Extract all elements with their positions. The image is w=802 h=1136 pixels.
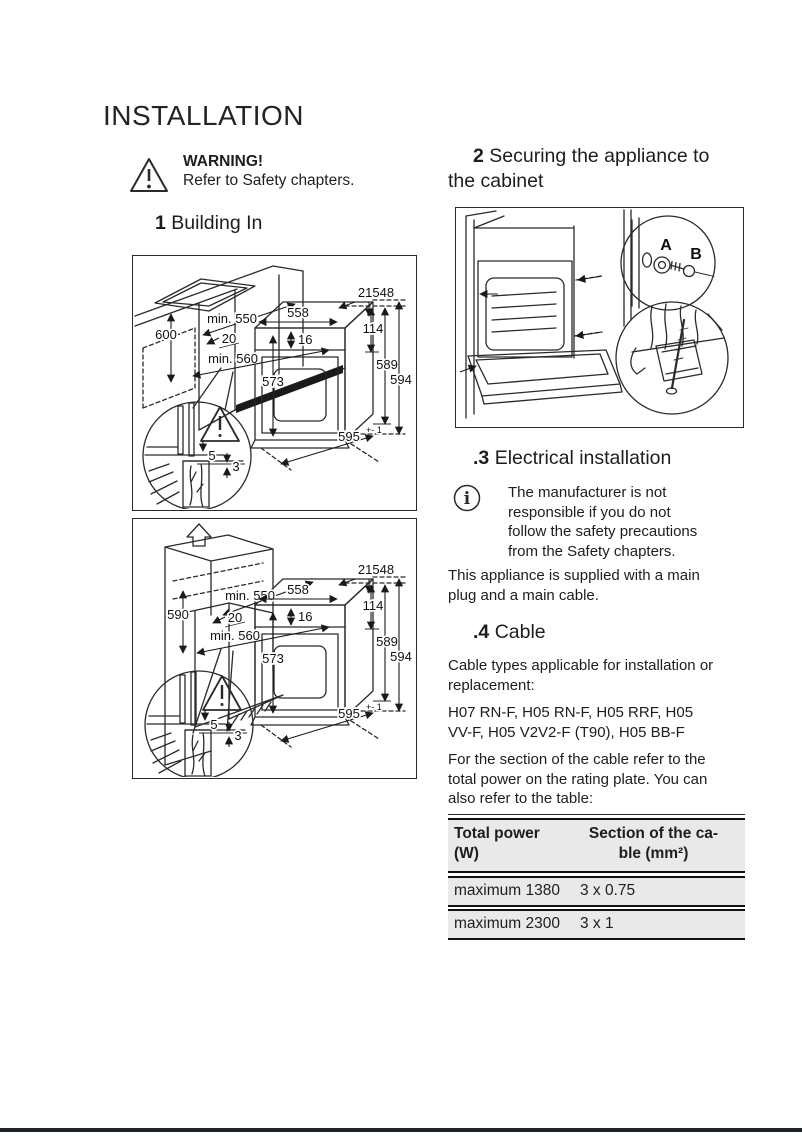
dim-600: 600	[155, 327, 177, 342]
inset-fixing-parts: A B	[620, 215, 716, 311]
building-in-diagram-1: 5 3 600 min. 550 20	[134, 265, 414, 509]
section-title: Electrical installation	[494, 447, 672, 469]
dim-21-548: 21548	[358, 285, 394, 300]
section-number: 1	[155, 212, 166, 234]
section-number: 2	[473, 145, 484, 167]
cable-section-table: Total power (W) Section of the ca- ble (…	[448, 814, 745, 940]
section-title: Cable	[494, 621, 546, 643]
section-heading-securing: 2 Securing the appliance to the cabinet	[448, 144, 758, 194]
hob-cutout	[154, 278, 256, 312]
cable-types: H07 RN-F, H05 RN-F, H05 RRF, H05 VV-F, H…	[448, 704, 694, 741]
info-icon: i	[453, 484, 481, 512]
dim-573: 573	[262, 374, 284, 389]
table-cell-section: 3 x 0.75	[580, 881, 636, 899]
warning-text: Refer to Safety chapters.	[183, 172, 355, 189]
cable-paragraph-1: Cable types applicable for installation …	[448, 657, 714, 694]
table-row: maximum 2300 3 x 1	[448, 909, 745, 940]
dim-558: 558	[287, 305, 309, 320]
warning-title: WARNING!	[183, 153, 264, 170]
section-number: .3	[473, 447, 490, 469]
dim-595-tolerance: +- 1	[366, 702, 382, 712]
dim-573: 573	[262, 651, 284, 666]
table-cell-power: maximum 2300	[454, 915, 560, 932]
dim-595-tolerance: +- 1	[366, 425, 382, 435]
dim-589: 589	[376, 634, 398, 649]
dim-20: 20	[228, 610, 242, 625]
figure-building-in-under-counter: 5 3 600 min. 550 20	[132, 255, 417, 511]
section-title: Building In	[171, 212, 263, 234]
dim-589: 589	[376, 357, 398, 372]
section-number: .4	[473, 621, 490, 643]
securing-diagram: A B	[459, 209, 729, 419]
info-note: The manufacturer is not responsible if y…	[508, 484, 698, 560]
part-label-b: B	[690, 246, 702, 263]
page-title: INSTALLATION	[103, 100, 305, 131]
dim-16: 16	[298, 332, 312, 347]
dim-16: 16	[298, 609, 312, 624]
dim-min550: min. 550	[225, 588, 275, 603]
section-heading-cable: .4 Cable	[448, 620, 546, 645]
dim-min560: min. 560	[208, 351, 258, 366]
table-header-total-power: Total power (W)	[454, 825, 540, 862]
table-row: maximum 1380 3 x 0.75	[448, 875, 745, 907]
table-header-cable-section: Section of the ca- ble (mm²)	[588, 825, 719, 862]
screw-part-b	[669, 260, 685, 272]
dim-21-548: 21548	[358, 562, 394, 577]
section-heading-building-in: 1 Building In	[155, 211, 262, 236]
dim-114: 114	[363, 598, 384, 613]
plinth-strip	[236, 365, 343, 413]
cable-paragraph-3: For the section of the cable refer to th…	[448, 751, 708, 807]
mounting-bracket	[655, 339, 703, 382]
dim-min550: min. 550	[207, 311, 257, 326]
section-title: Securing the appliance to the cabinet	[448, 145, 710, 192]
dim-558: 558	[287, 582, 309, 597]
table-top-rule	[448, 814, 745, 815]
dim-594: 594	[390, 372, 412, 387]
up-arrow-icon	[186, 523, 212, 547]
figure-securing-appliance: A B	[455, 207, 744, 428]
dim-595: 595	[338, 706, 360, 721]
svg-text:i: i	[464, 489, 471, 509]
table-header-row: Total power (W) Section of the ca- ble (…	[448, 818, 745, 873]
section-heading-electrical: .3 Electrical installation	[448, 446, 671, 471]
page-bottom-rule	[0, 1128, 802, 1132]
table-cell-power: maximum 1380	[454, 881, 560, 899]
dim-20: 20	[222, 331, 236, 346]
warning-triangle-icon	[130, 158, 168, 192]
dim-min560: min. 560	[210, 628, 260, 643]
table-cell-section: 3 x 1	[580, 915, 614, 932]
electrical-body: This appliance is supplied with a main p…	[448, 567, 700, 604]
cap-part-a	[653, 256, 671, 274]
dim-594: 594	[390, 649, 412, 664]
fixing-screw	[670, 318, 686, 390]
part-label-a: A	[660, 237, 672, 254]
building-in-diagram-2: 590 min. 550 20 min. 560 558 16 573 2154…	[133, 523, 414, 777]
dim-590: 590	[167, 607, 189, 622]
inset-bracket-screw	[615, 301, 729, 415]
figure-building-in-column: 590 min. 550 20 min. 560 558 16 573 2154…	[132, 518, 417, 779]
dim-595: 595	[338, 429, 360, 444]
dim-114: 114	[363, 321, 384, 336]
